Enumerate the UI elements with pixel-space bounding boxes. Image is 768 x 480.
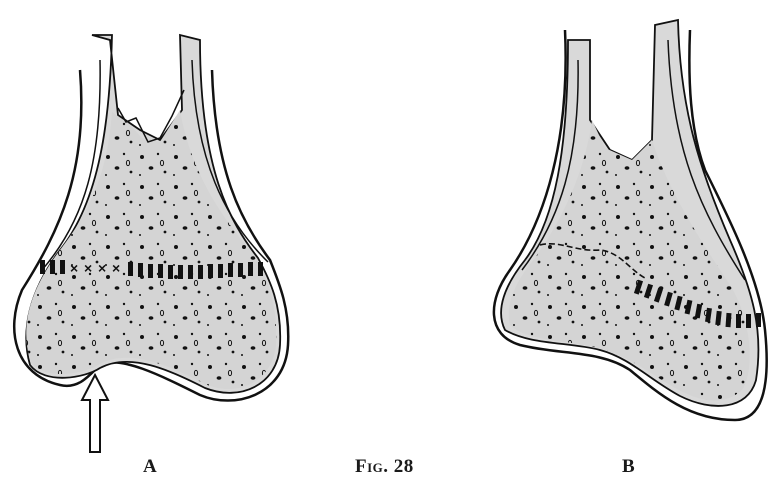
bone-a: × × × × — [14, 35, 288, 452]
svg-text:×: × — [112, 260, 120, 276]
panel-label-b: B — [622, 456, 635, 478]
arrow-up-icon — [82, 375, 108, 452]
bone-b — [494, 20, 767, 420]
panel-label-a: A — [143, 456, 157, 478]
figure-caption: Fig. 28 — [355, 456, 414, 478]
svg-text:×: × — [98, 260, 106, 276]
svg-text:×: × — [84, 260, 92, 276]
svg-text:×: × — [70, 260, 78, 276]
